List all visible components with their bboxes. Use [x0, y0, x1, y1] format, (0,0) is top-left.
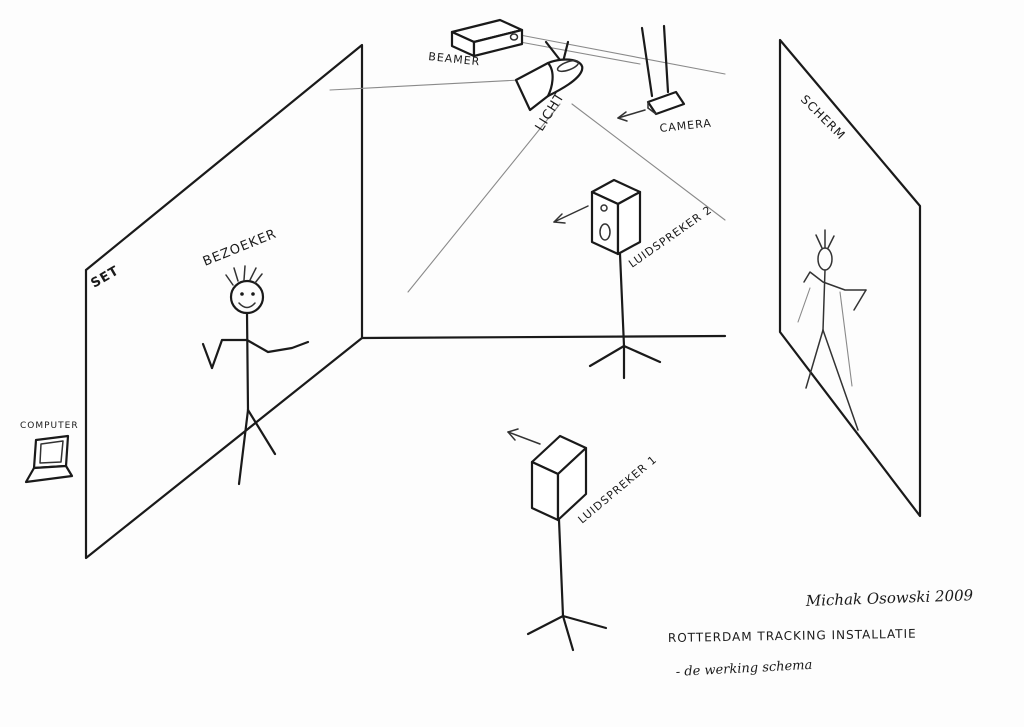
- projection-lines: [329, 34, 726, 293]
- bezoeker-figure-icon: [201, 265, 310, 486]
- installation-title: ROTTERDAM TRACKING INSTALLATIE: [668, 627, 917, 645]
- spotlight-icon: [514, 40, 584, 112]
- scherm-label: SCHERM: [798, 92, 848, 142]
- camera-icon: [617, 24, 686, 122]
- beamer-icon: [450, 18, 524, 58]
- author-signature: Michak Osowski 2009: [805, 586, 974, 610]
- camera-label: CAMERA: [659, 117, 712, 135]
- luidspreker-1-label: LUIDSPREKER 1: [576, 453, 660, 527]
- speaker-1-icon: [507, 428, 608, 652]
- beamer-label: BEAMER: [428, 50, 481, 68]
- scherm-screen: [778, 38, 922, 518]
- computer-label: COMPUTER: [20, 421, 79, 431]
- laptop-icon: [24, 434, 74, 484]
- set-label: SET: [89, 263, 123, 291]
- bezoeker-label: BEZOEKER: [201, 226, 279, 269]
- set-wall: [84, 43, 727, 560]
- speaker-2-icon: [553, 178, 662, 380]
- installation-subtitle: - de werking schema: [675, 658, 812, 680]
- screen-figure-icon: [797, 229, 867, 431]
